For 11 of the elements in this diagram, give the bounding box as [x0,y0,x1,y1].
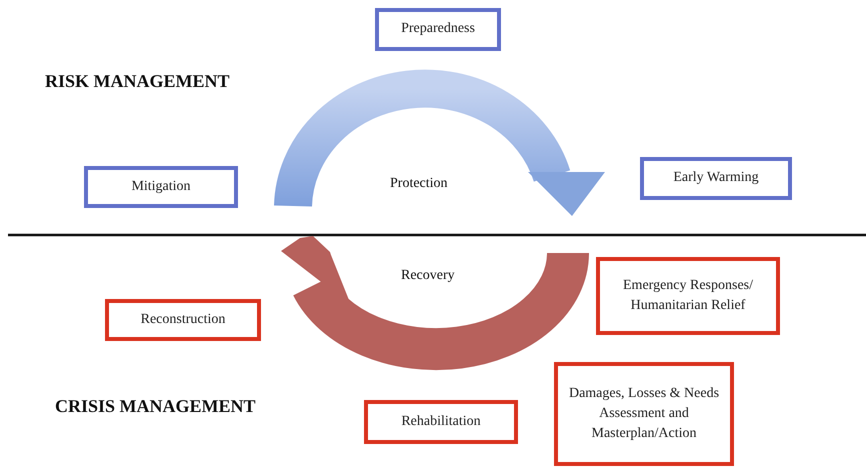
section-heading: CRISIS MANAGEMENT [55,396,256,417]
stage-box: Preparedness [375,8,501,51]
stage-box: Mitigation [84,166,238,208]
stage-box: Rehabilitation [364,400,518,444]
section-heading: RISK MANAGEMENT [45,71,230,92]
stage-box: Reconstruction [105,299,261,341]
stage-box: Damages, Losses & Needs Assessment and Masterplan/Action [554,362,734,466]
stage-box: Early Warming [640,157,792,200]
arrow-label: Recovery [401,268,455,284]
stage-box: Emergency Responses/ Humanitarian Relief [596,257,780,335]
arrow-label: Protection [390,176,448,192]
